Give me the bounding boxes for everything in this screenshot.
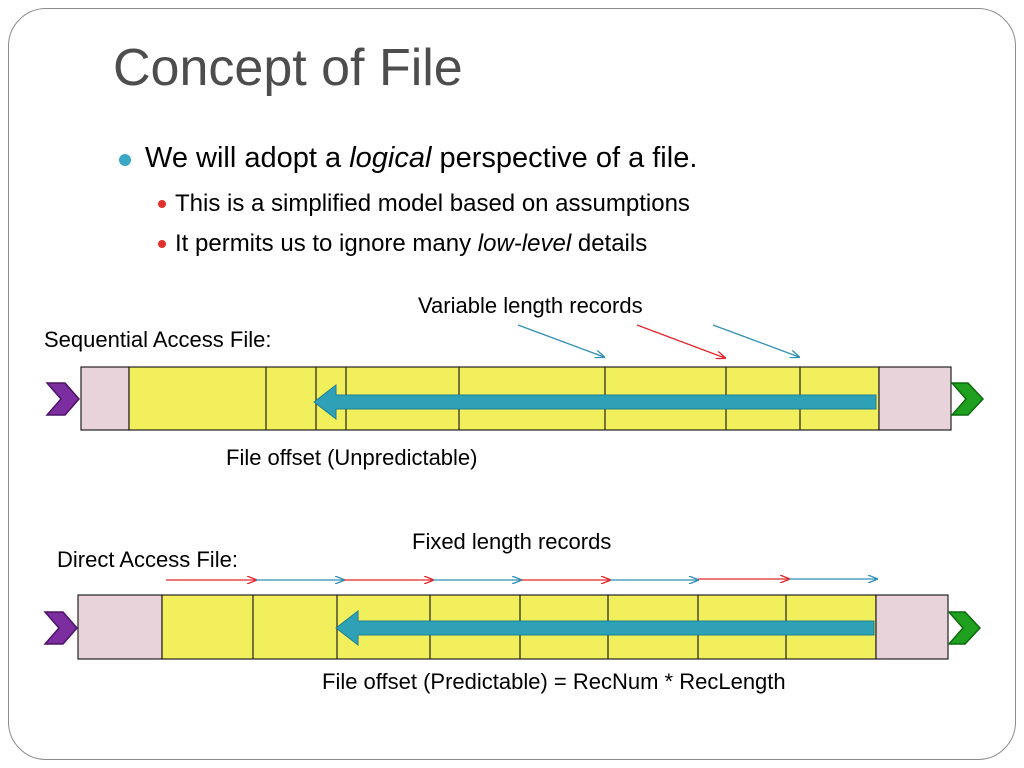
sub-bullet-dot-icon	[158, 240, 166, 248]
file-offset-arrow	[335, 609, 875, 647]
start-marker-icon	[45, 382, 80, 416]
record-pointer-arrow	[636, 324, 725, 358]
direct-file-label: Direct Access File:	[57, 547, 238, 572]
file-end-cell	[875, 594, 949, 660]
direct-offset-label: File offset (Predictable) = RecNum * Rec…	[322, 669, 786, 694]
end-marker-icon	[947, 611, 982, 645]
sub-bullet-dot-icon	[158, 200, 166, 208]
start-marker-icon	[43, 611, 78, 645]
end-marker-icon	[950, 382, 985, 416]
file-start-cell	[77, 594, 163, 660]
file-offset-arrow	[313, 383, 877, 421]
slide-title: Concept of File	[113, 39, 463, 97]
record-pointer-arrow	[712, 324, 799, 357]
sequential-file-label: Sequential Access File:	[44, 327, 272, 352]
fixed-records-label: Fixed length records	[412, 529, 612, 554]
record-pointer-arrow	[517, 324, 604, 357]
file-end-cell	[878, 366, 952, 431]
bullet-dot-icon	[119, 154, 131, 166]
file-start-cell	[80, 366, 130, 431]
main-bullet-text: We will adopt a logical perspective of a…	[145, 142, 698, 174]
variable-records-label: Variable length records	[418, 293, 643, 318]
slide-frame	[8, 8, 1016, 760]
sequential-offset-label: File offset (Unpredictable)	[226, 445, 478, 470]
